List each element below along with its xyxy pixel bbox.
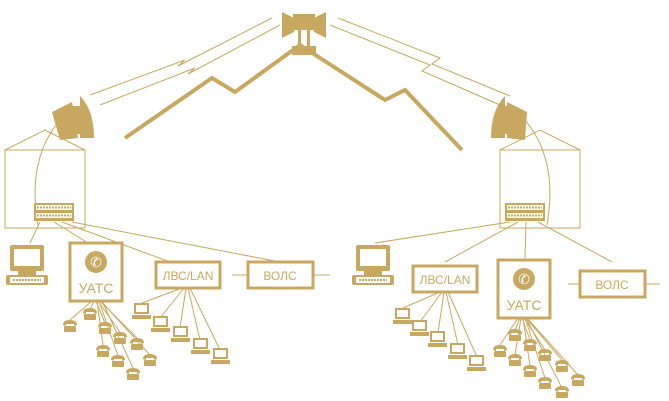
- modem-icon: [504, 202, 546, 222]
- lan-clients-right: [393, 291, 486, 371]
- fiber-box-left: ВОЛС: [246, 260, 315, 290]
- phones-left: [63, 300, 157, 380]
- cables-right: [374, 221, 660, 285]
- lan-clients-left: [132, 287, 230, 364]
- radio-link-right: [329, 17, 511, 106]
- radio-link-left: [89, 17, 281, 106]
- pbx-label: УАТС: [79, 280, 114, 296]
- relay-antenna-icon: [282, 12, 326, 55]
- mountain-ridge: [123, 42, 464, 152]
- lan-box-right: ЛВС/LAN: [411, 264, 479, 294]
- computer-icon: [5, 244, 49, 286]
- fiber-box-right: ВОЛС: [578, 269, 647, 299]
- pbx-box-left: ✆ УАТС: [68, 241, 124, 303]
- lan-label: ЛВС/LAN: [420, 273, 471, 287]
- computer-icon: [351, 244, 395, 286]
- fiber-label: ВОЛС: [263, 269, 297, 283]
- lan-label: ЛВС/LAN: [163, 269, 214, 283]
- pbx-box-right: ✆ УАТС: [496, 258, 552, 320]
- phones-right: [493, 317, 585, 398]
- telephone-icon: ✆: [90, 254, 102, 270]
- modem-icon: [33, 202, 75, 222]
- satellite-dish-icon: [491, 96, 527, 140]
- telephone-icon: ✆: [518, 271, 530, 287]
- fiber-label: ВОЛС: [595, 278, 629, 292]
- lan-box-left: ЛВС/LAN: [154, 260, 222, 290]
- pbx-label: УАТС: [507, 297, 542, 313]
- satellite-dish-icon: [52, 96, 94, 140]
